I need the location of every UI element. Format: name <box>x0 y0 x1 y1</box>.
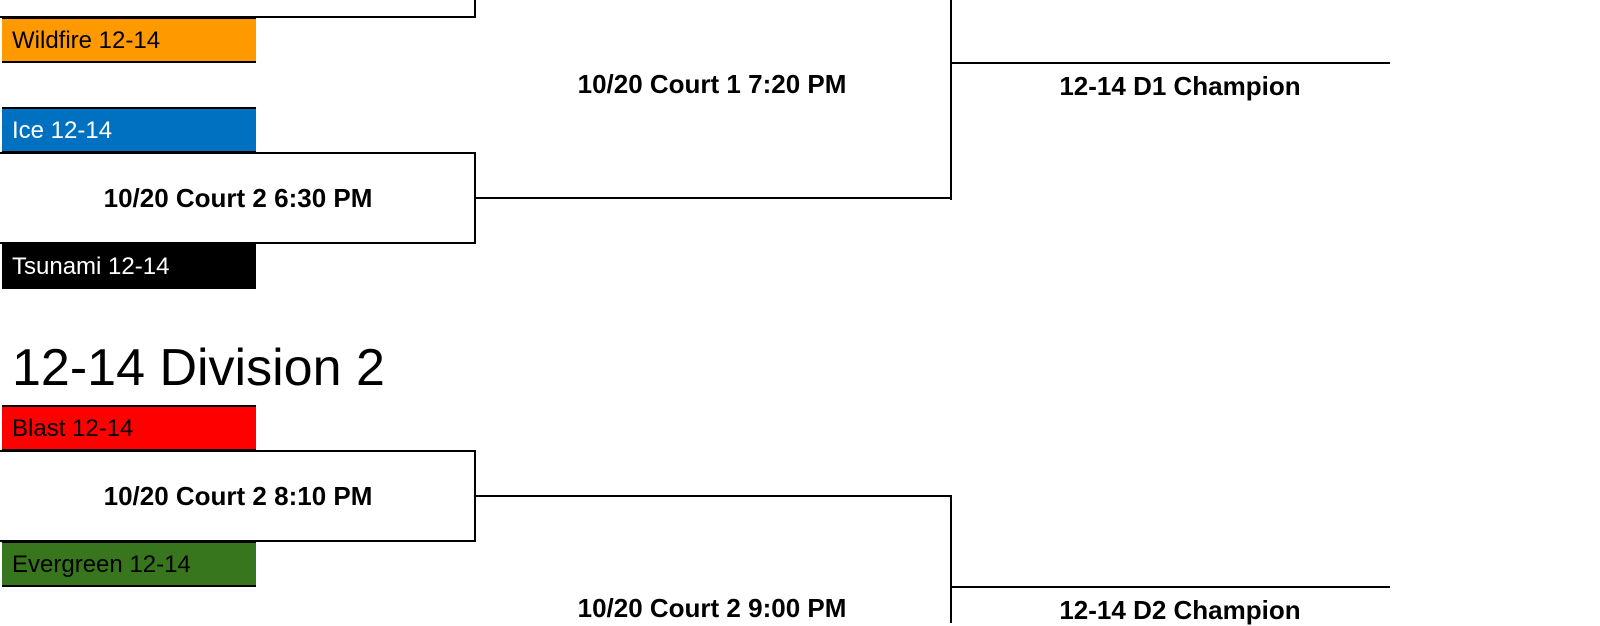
champion-line <box>950 62 1390 64</box>
team-name: Blast 12-14 <box>12 415 134 442</box>
bracket-line <box>474 197 952 199</box>
bracket-line <box>0 152 476 154</box>
champion-label: 12-14 D2 Champion <box>1059 595 1301 625</box>
champion-line <box>950 586 1390 588</box>
final-game-label: 10/20 Court 2 9:00 PM <box>577 593 847 623</box>
bracket-line <box>474 0 476 18</box>
team-slot-blast[interactable]: Blast 12-14 <box>2 405 256 451</box>
team-name: Wildfire 12-14 <box>12 27 161 54</box>
bracket-line <box>950 0 952 200</box>
team-slot-ice[interactable]: Ice 12-14 <box>2 107 256 153</box>
team-name: Evergreen 12-14 <box>12 551 191 578</box>
team-slot-tsunami[interactable]: Tsunami 12-14 <box>2 243 256 289</box>
bracket-line <box>0 450 476 452</box>
team-slot-wildfire[interactable]: Wildfire 12-14 <box>2 17 256 63</box>
team-name: Ice 12-14 <box>12 117 113 144</box>
semifinal-game-label: 10/20 Court 2 8:10 PM <box>103 481 373 511</box>
final-game-label: 10/20 Court 1 7:20 PM <box>577 69 847 99</box>
bracket-line <box>474 495 952 497</box>
division-title: 12-14 Division 2 <box>12 339 385 397</box>
team-slot-evergreen[interactable]: Evergreen 12-14 <box>2 541 256 587</box>
champion-label: 12-14 D1 Champion <box>1059 71 1301 101</box>
semifinal-game-label: 10/20 Court 2 6:30 PM <box>103 183 373 213</box>
bracket-line <box>950 495 952 623</box>
team-name: Tsunami 12-14 <box>12 253 170 280</box>
